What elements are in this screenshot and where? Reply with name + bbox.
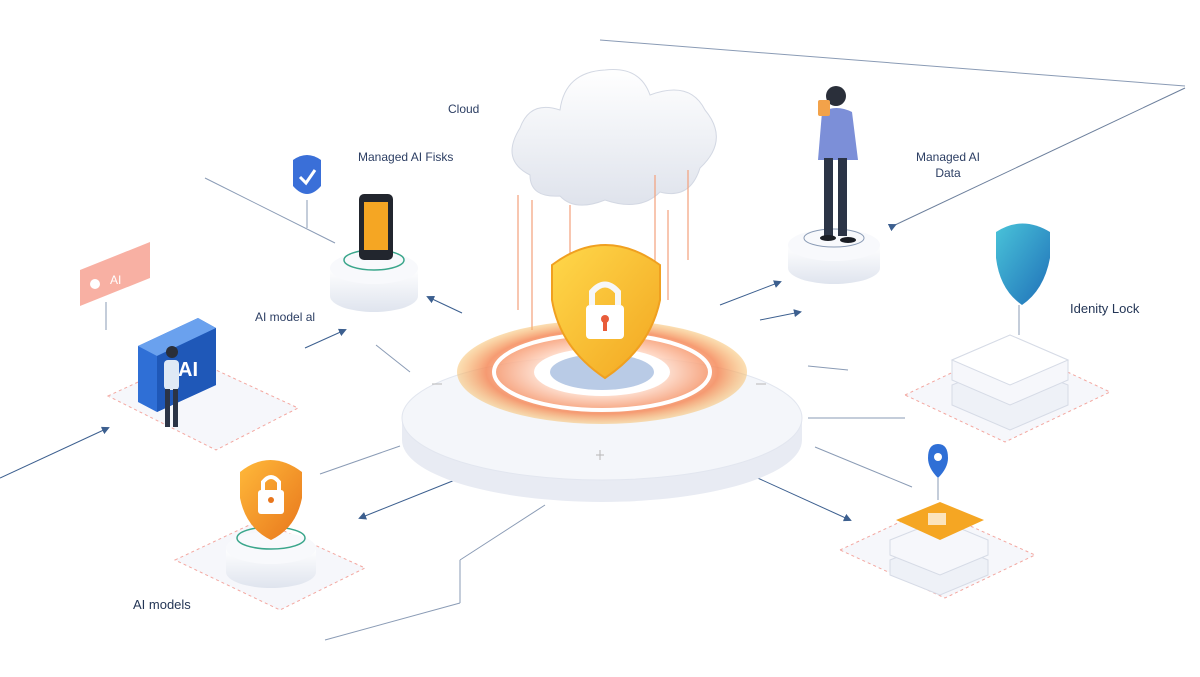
cube-label: AI — [178, 359, 198, 381]
identity-lock-label: Idenity Lock — [1070, 301, 1140, 316]
person-pedestal — [788, 228, 880, 284]
cloud-icon — [511, 69, 717, 206]
teal-shield-icon — [996, 223, 1050, 305]
shield-lock-icon — [551, 244, 661, 380]
ai-models-label: AI models — [133, 597, 191, 612]
location-pin-icon — [928, 444, 948, 500]
platform-ticks — [432, 383, 766, 460]
person-icon — [164, 346, 179, 427]
managed-ai-tasks-label: Managed AI Fisks — [358, 150, 454, 164]
connector-lines — [0, 39, 1186, 641]
server-icon — [950, 334, 1070, 431]
ai-tag-icon: AI — [80, 242, 150, 330]
tag-label: AI — [110, 273, 121, 287]
check-badge-icon — [293, 155, 321, 228]
ai-model-label: AI model al — [255, 310, 316, 324]
stack-icon — [889, 502, 989, 596]
cloud-label: Cloud — [448, 102, 480, 116]
managed-ai-data-line2: Data — [935, 166, 961, 180]
phone-pedestal — [330, 249, 418, 312]
ai-models-platform — [173, 519, 367, 611]
standing-person-icon — [818, 86, 858, 243]
managed-ai-data-label: Managed AI Data — [908, 149, 988, 181]
managed-ai-data-line1: Managed AI — [915, 150, 981, 164]
phone-icon — [359, 194, 393, 260]
orange-shield-icon — [240, 460, 302, 540]
